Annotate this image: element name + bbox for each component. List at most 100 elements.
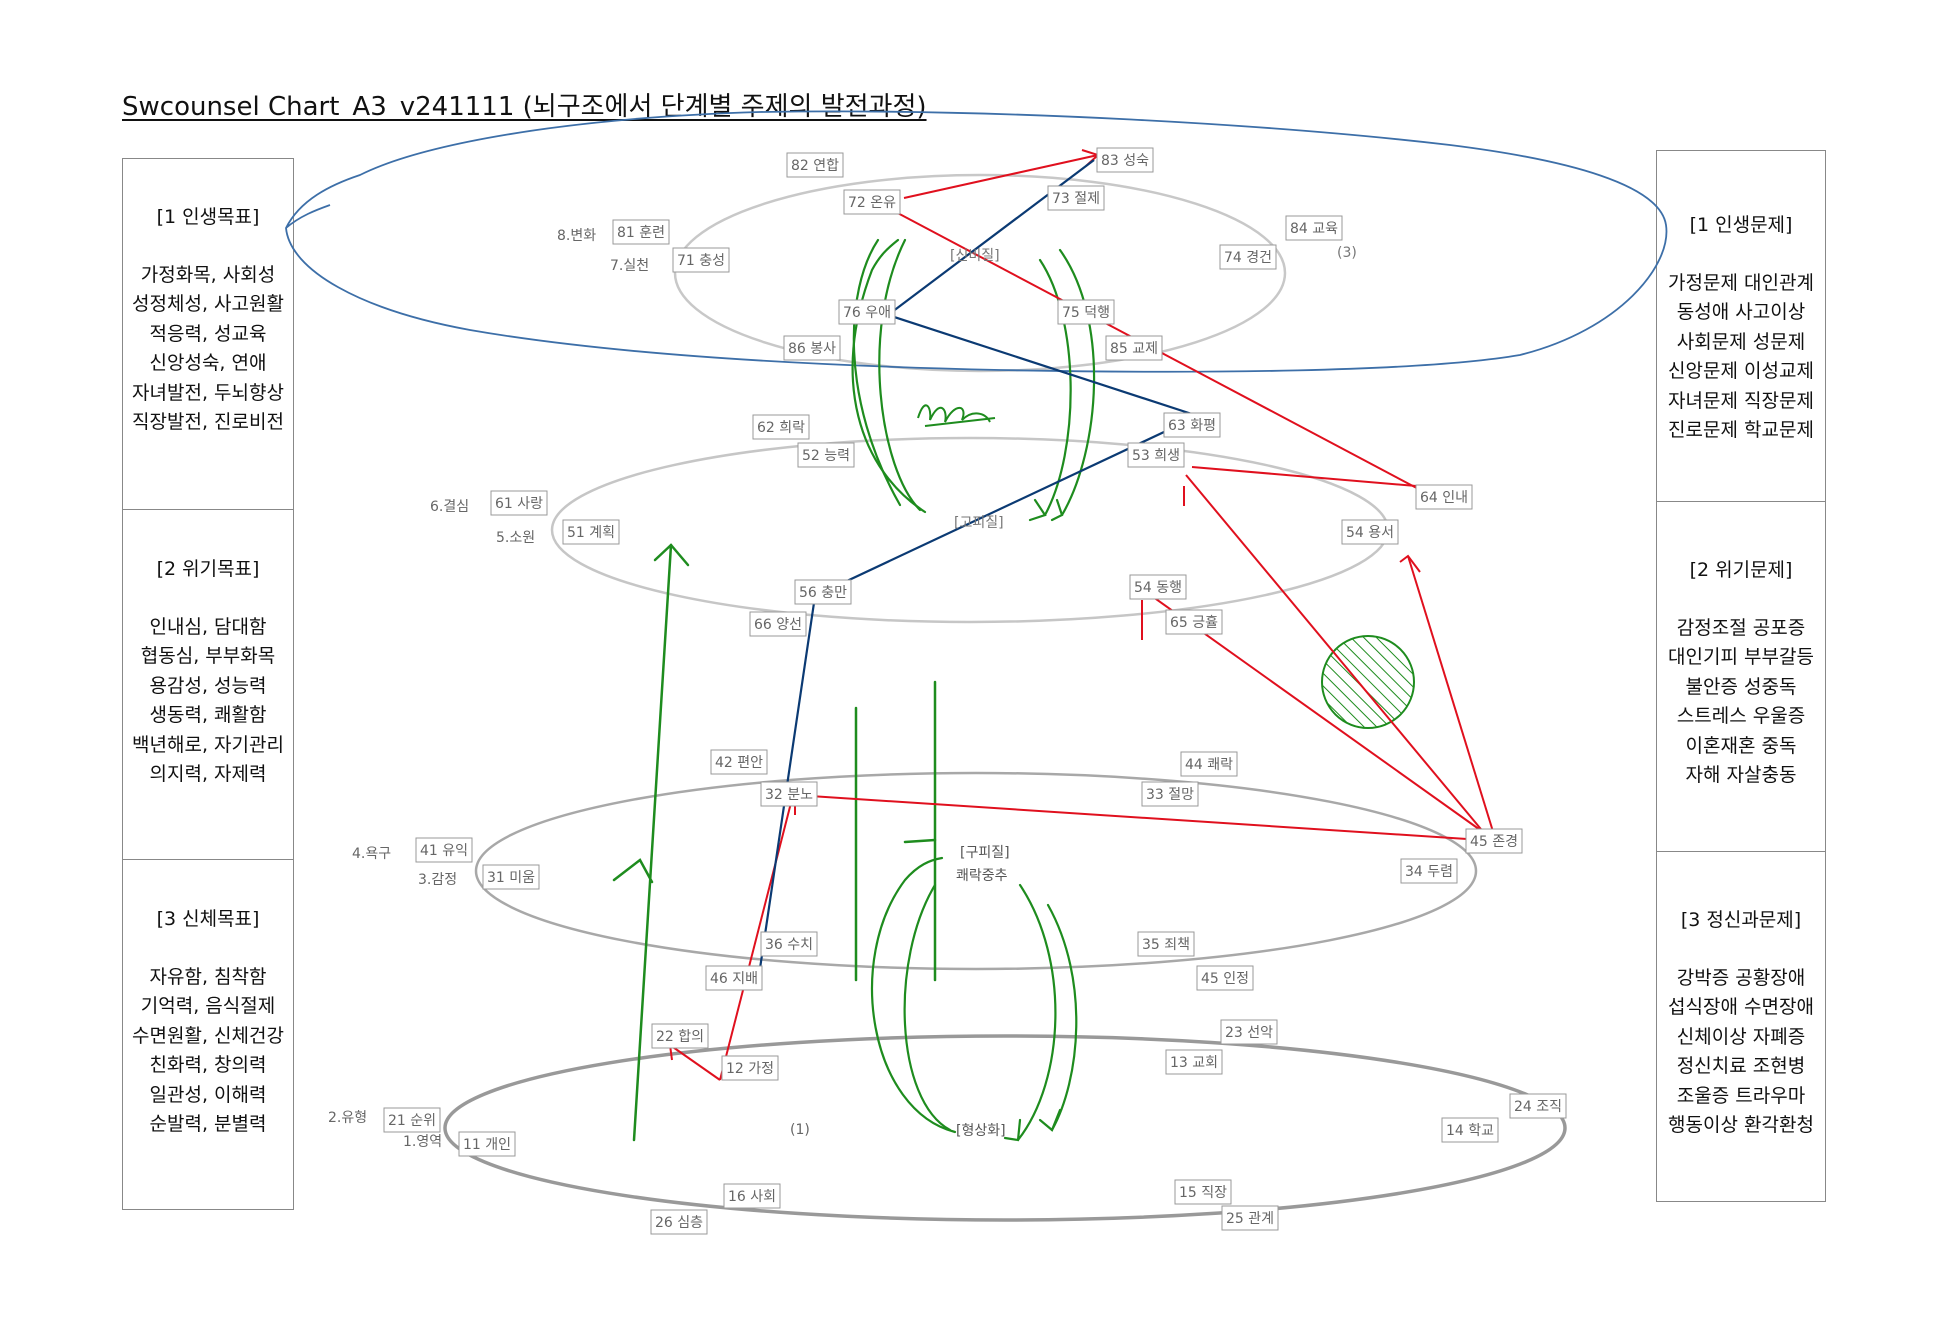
node-box: 53 희생 (1127, 442, 1185, 468)
svg-text:52 능력: 52 능력 (802, 448, 850, 464)
node-box: 85 교제 (1105, 335, 1163, 361)
svg-text:46 지배: 46 지배 (710, 971, 758, 987)
node-box: 42 편안 (710, 749, 768, 775)
svg-text:86 봉사: 86 봉사 (788, 341, 836, 357)
crisis-goals-header: [2 위기목표] (156, 558, 260, 580)
svg-text:34 두렴: 34 두렴 (1405, 864, 1453, 880)
svg-text:36 수치: 36 수치 (765, 937, 813, 953)
life-goals-item: 적응력, 성교육 (149, 322, 267, 345)
svg-text:53 희생: 53 희생 (1132, 448, 1180, 464)
svg-text:75 덕행: 75 덕행 (1062, 305, 1110, 321)
node-box: 15 직장 (1174, 1179, 1232, 1205)
node-box: 11 개인 (458, 1131, 516, 1157)
crisis-problems-item: 감정조절 공포증 (1676, 616, 1806, 639)
life-problems-item: 사회문제 성문제 (1676, 330, 1806, 353)
life-problems-section: [1 인생문제] 가정문제 대인관계 동성애 사고이상 사회문제 성문제 신앙문… (1657, 211, 1825, 446)
svg-text:82 연합: 82 연합 (791, 158, 839, 174)
body-goals-item: 기억력, 음식절제 (140, 995, 276, 1017)
crisis-goals-item: 인내심, 담대함 (149, 615, 267, 638)
psychiatric-problems-item: 강박증 공황장애 (1676, 966, 1806, 989)
crisis-problems-item: 자해 자살충동 (1685, 764, 1797, 786)
svg-text:54 동행: 54 동행 (1134, 580, 1182, 596)
body-goals-item: 자유함, 침착함 (149, 965, 267, 988)
level-label: 4.욕구 (352, 846, 391, 862)
node-box: 13 교회 (1165, 1049, 1223, 1075)
life-problems-item: 자녀문제 직장문제 (1668, 389, 1814, 412)
node-box: 22 합의 (651, 1023, 709, 1049)
life-goals-item: 신앙성숙, 연애 (149, 352, 267, 374)
svg-text:16 사회: 16 사회 (728, 1189, 776, 1205)
panel-divider (1657, 501, 1825, 502)
page-title: Swcounsel Chart_A3_v241111 (뇌구조에서 단계별 주제… (122, 92, 927, 122)
level-label: 8.변화 (557, 228, 596, 244)
life-goals-header: [1 인생목표] (156, 206, 260, 228)
svg-text:54 용서: 54 용서 (1346, 525, 1394, 541)
svg-text:81 훈련: 81 훈련 (617, 225, 665, 241)
crisis-goals-item: 의지력, 자제력 (149, 763, 267, 785)
node-box: 34 두렴 (1400, 858, 1458, 884)
node-box: 21 순위 (383, 1107, 441, 1133)
crisis-problems-item: 불안증 성중독 (1685, 675, 1797, 698)
body-goals-item: 일관성, 이해력 (149, 1083, 267, 1106)
crisis-goals-item: 용감성, 성능력 (149, 674, 267, 697)
svg-text:76 우애: 76 우애 (843, 305, 891, 321)
green-handwritten-scribble (917, 404, 996, 427)
level-ellipse-bottom (443, 1034, 1567, 1222)
node-box: 36 수치 (760, 931, 818, 957)
node-box: 82 연합 (786, 152, 844, 178)
body-goals-item: 순발력, 분별력 (149, 1113, 267, 1135)
plain-label: [구피질] (960, 845, 1010, 861)
svg-text:71 충성: 71 충성 (677, 253, 725, 269)
psychiatric-problems-item: 정신치료 조현병 (1676, 1055, 1806, 1077)
node-box: 83 성숙 (1096, 147, 1154, 173)
svg-text:74 경건: 74 경건 (1224, 250, 1272, 266)
svg-text:72 온유: 72 온유 (848, 195, 896, 211)
psychiatric-problems-item: 신체이상 자폐증 (1676, 1025, 1806, 1048)
node-box: 72 온유 (843, 189, 901, 215)
green-hatched-circle (1321, 635, 1415, 729)
node-box: 23 선악 (1220, 1019, 1278, 1045)
node-box: 66 양선 (749, 611, 807, 637)
node-box: 45 존경 (1465, 828, 1523, 854)
svg-text:31 미움: 31 미움 (487, 870, 535, 886)
svg-text:12 가정: 12 가정 (726, 1061, 774, 1077)
svg-text:64 인내: 64 인내 (1420, 490, 1468, 506)
node-box: 71 충성 (672, 247, 730, 273)
body-goals-item: 수면원활, 신체건강 (132, 1024, 284, 1047)
node-box: 54 용서 (1341, 519, 1399, 545)
node-box: 24 조직 (1509, 1093, 1567, 1119)
svg-text:15 직장: 15 직장 (1179, 1185, 1227, 1201)
node-box: 35 죄책 (1137, 931, 1195, 957)
psychiatric-problems-item: 행동이상 환각환청 (1668, 1114, 1814, 1136)
life-problems-item: 동성애 사고이상 (1676, 301, 1806, 323)
crisis-goals-item: 협동심, 부부화목 (140, 645, 276, 667)
plain-label: 쾌락중추 (956, 868, 1008, 884)
life-problems-item: 진로문제 학교문제 (1668, 419, 1814, 441)
level-ellipse-middle (474, 771, 1478, 971)
svg-text:66 양선: 66 양선 (754, 617, 802, 633)
level-label: 7.실천 (610, 258, 649, 274)
crisis-goals-item: 생동력, 쾌활함 (149, 704, 267, 726)
svg-text:26 심층: 26 심층 (655, 1215, 703, 1231)
svg-text:61 사랑: 61 사랑 (495, 496, 543, 512)
svg-text:35 죄책: 35 죄책 (1142, 937, 1190, 953)
node-box: 74 경건 (1219, 244, 1277, 270)
panel-divider (123, 859, 293, 860)
life-goals-item: 자녀발전, 두뇌향상 (132, 381, 284, 404)
node-box: 56 충만 (794, 579, 852, 605)
life-problems-item: 신앙문제 이성교제 (1668, 360, 1814, 382)
svg-text:65 긍휼: 65 긍휼 (1170, 615, 1218, 631)
node-box: 63 화평 (1163, 412, 1221, 438)
node-box: 46 지배 (705, 965, 763, 991)
level-label: 1.영역 (403, 1134, 442, 1150)
svg-text:25 관계: 25 관계 (1226, 1211, 1274, 1227)
node-box: 73 절제 (1047, 185, 1105, 211)
crisis-problems-section: [2 위기문제] 감정조절 공포증 대인기피 부부갈등 불안증 성중독 스트레스… (1657, 556, 1825, 791)
svg-text:13 교회: 13 교회 (1170, 1055, 1218, 1071)
svg-text:42 편안: 42 편안 (715, 755, 763, 771)
crisis-problems-item: 대인기피 부부갈등 (1668, 646, 1814, 668)
life-goals-section: [1 인생목표] 가정화목, 사회성 성정체성, 사고원활 적응력, 성교육 신… (123, 203, 293, 438)
node-box: 33 절망 (1141, 781, 1199, 807)
node-box: 32 분노 (760, 781, 818, 807)
